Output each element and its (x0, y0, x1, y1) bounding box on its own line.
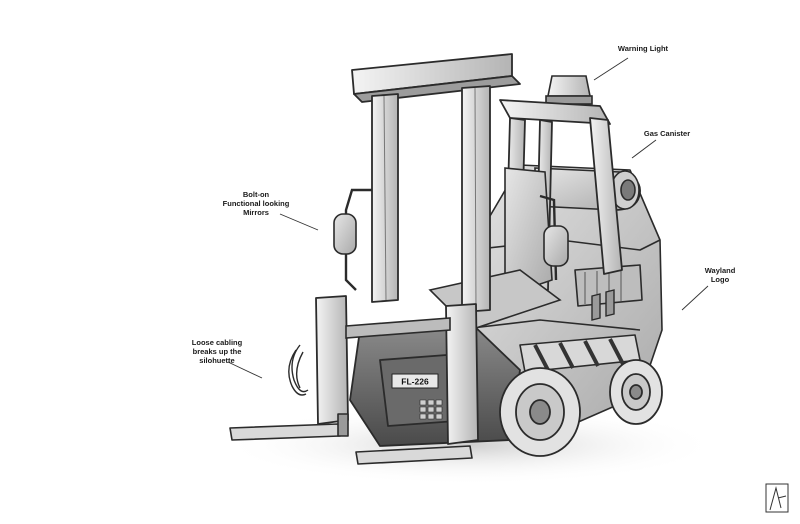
callout-mirrors-line-1: Bolt-on (242, 190, 270, 199)
fork-post-left (315, 295, 349, 425)
callout-warning-light-text: Warning Light (617, 44, 669, 53)
carriage-crossbar (345, 317, 451, 339)
callout-gas-canister-text: Gas Canister (643, 129, 691, 138)
callout-logo: Wayland Logo (690, 266, 750, 284)
fork-post-right (445, 303, 479, 445)
mast-post-left (371, 93, 399, 303)
forks (229, 413, 473, 465)
artist-signature (765, 483, 789, 513)
loose-cabling (288, 344, 309, 396)
callout-leaders (227, 57, 709, 379)
callout-cabling: Loose cabling breaks up the silohuette (182, 338, 252, 365)
mast-post-right (461, 85, 491, 313)
callout-mirrors-line-2: Functional looking (222, 199, 290, 208)
mirror-right (539, 194, 569, 281)
callout-mirrors-line-3: Mirrors (243, 208, 269, 217)
callout-mirrors: Bolt-on Functional looking Mirrors (216, 190, 296, 217)
callout-gas-canister: Gas Canister (632, 129, 702, 138)
front-vent (419, 399, 443, 420)
callout-cabling-line-1: Loose cabling (191, 338, 243, 347)
wayland-logo-mark (591, 289, 615, 321)
callout-logo-line-1: Wayland (704, 266, 736, 275)
callout-warning-light: Warning Light (598, 44, 688, 53)
rear-wheel (609, 359, 663, 425)
vehicle-plate: FL-226 (401, 377, 429, 387)
callout-cabling-line-3: silohuette (199, 356, 235, 365)
mirror-left (333, 188, 372, 291)
callout-cabling-line-2: breaks up the (192, 347, 242, 356)
front-wheel (499, 367, 581, 457)
callout-logo-line-2: Logo (710, 275, 730, 284)
warning-light (545, 75, 593, 105)
